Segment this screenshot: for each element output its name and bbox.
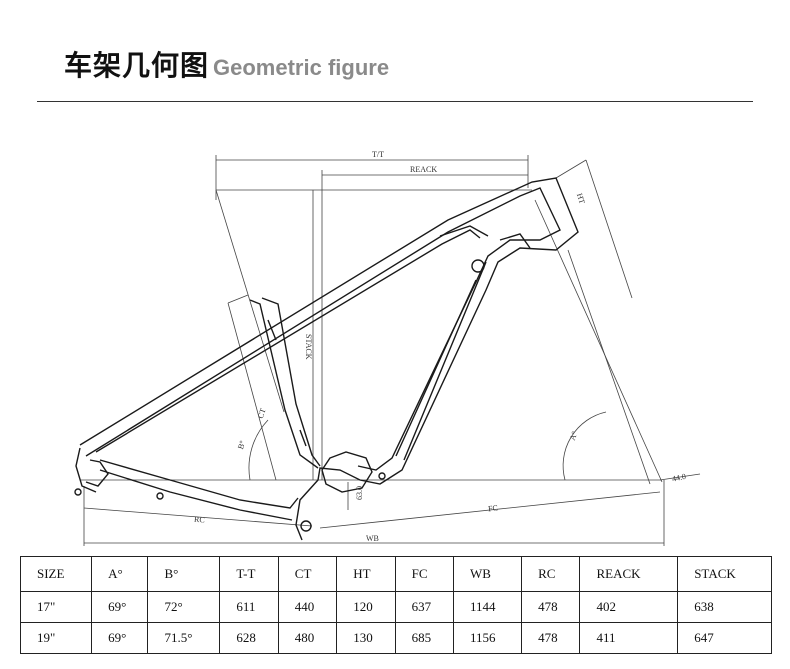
a-angle-label: A° — [568, 430, 579, 441]
table-cell: 637 — [394, 591, 455, 623]
dimension-lines — [80, 155, 701, 546]
header-cell: RC — [521, 556, 581, 592]
page-subtitle: Geometric figure — [213, 55, 390, 80]
header-cell: STACK — [677, 556, 772, 592]
table-header-row: SIZE A° B° T-T CT HT FC WB RC REACK STAC… — [19, 556, 772, 592]
table-cell: 72° — [147, 591, 221, 623]
table-cell: 130 — [336, 622, 396, 654]
table-cell: 638 — [677, 591, 772, 623]
stack-label: STACK — [304, 334, 313, 360]
table-cell: 647 — [677, 622, 772, 654]
table-cell: 120 — [336, 591, 396, 623]
wb-label: WB — [366, 534, 379, 543]
table-cell: 628 — [219, 622, 279, 654]
table-cell: 411 — [579, 622, 679, 654]
rc-label: RC — [194, 515, 205, 525]
table-cell: 440 — [277, 591, 338, 623]
page-header: 车架几何图 Geometric figure — [64, 44, 389, 84]
frame-geometry-drawing: T/T REACK HT STACK CT B° A° 63.0 44.0 FC… — [74, 150, 701, 546]
header-cell: B° — [147, 556, 221, 592]
header-cell: REACK — [579, 556, 679, 592]
table-row: 19" 69° 71.5° 628 480 130 685 1156 478 4… — [19, 622, 772, 654]
header-cell: T-T — [219, 556, 279, 592]
header-divider — [37, 101, 753, 102]
b-angle-label: B° — [236, 440, 247, 451]
table-cell: 685 — [394, 622, 455, 654]
header-cell: HT — [336, 556, 396, 592]
frame-outline — [74, 177, 579, 541]
table-row: 17" 69° 72° 611 440 120 637 1144 478 402… — [19, 591, 772, 623]
table-cell: 69° — [91, 622, 149, 654]
table-cell: 1144 — [453, 591, 523, 623]
header-cell: SIZE — [19, 556, 93, 592]
geometry-table: SIZE A° B° T-T CT HT FC WB RC REACK STAC… — [19, 556, 772, 654]
bb-drop-label: 63.0 — [355, 486, 364, 500]
header-cell: A° — [91, 556, 149, 592]
table-cell: 69° — [91, 591, 149, 623]
table-cell: 478 — [521, 622, 581, 654]
table-cell: 611 — [219, 591, 279, 623]
ct-label: CT — [256, 407, 268, 420]
header-cell: CT — [277, 556, 338, 592]
fork-offset-label: 44.0 — [671, 472, 687, 484]
header-cell: WB — [453, 556, 523, 592]
table-cell: 71.5° — [147, 622, 221, 654]
reach-label: REACK — [410, 165, 437, 174]
table-cell: 402 — [579, 591, 679, 623]
table-cell: 17" — [19, 591, 93, 623]
table-cell: 478 — [521, 591, 581, 623]
ht-label: HT — [575, 192, 587, 205]
table-cell: 480 — [277, 622, 338, 654]
page-title: 车架几何图 — [64, 49, 210, 82]
dimension-labels: T/T REACK HT STACK CT B° A° 63.0 44.0 FC… — [194, 150, 687, 543]
tt-label: T/T — [372, 150, 384, 159]
table-cell: 19" — [19, 622, 93, 654]
fc-label: FC — [488, 503, 499, 513]
header-cell: FC — [394, 556, 455, 592]
table-cell: 1156 — [453, 622, 523, 654]
